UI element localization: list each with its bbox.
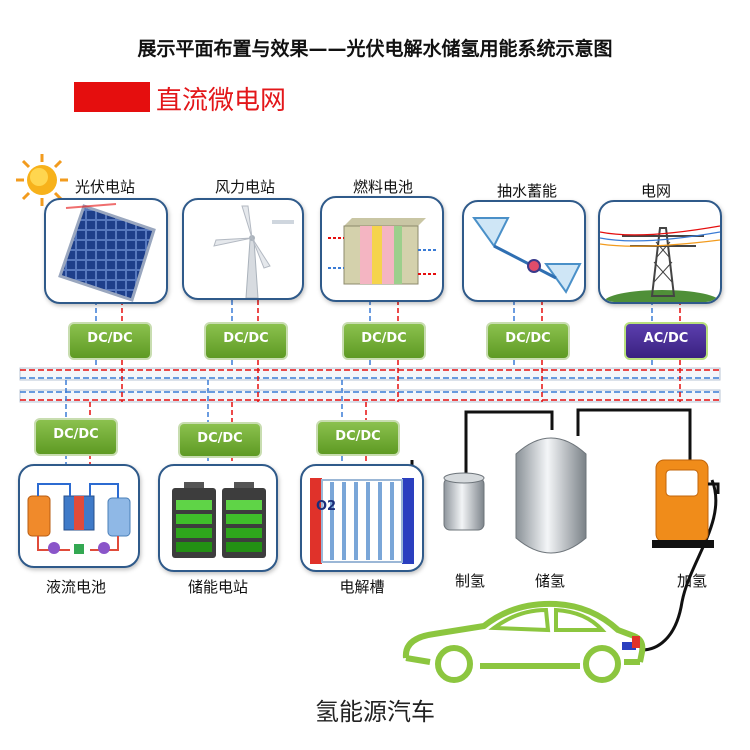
converter-grid[interactable]: AC/DC [624,322,708,360]
sun-icon [16,154,68,206]
fuel-cell-icon [328,218,436,285]
source-card-pumped-hydro[interactable] [462,200,586,302]
source-card-grid[interactable] [598,200,722,304]
load-label-storage-station: 储能电站 [187,578,248,596]
power-tower-icon [600,225,720,302]
converter-fuel-cell[interactable]: DC/DC [342,322,426,360]
wind-turbine-icon [213,205,294,298]
footer-label: 氢能源汽车 [315,698,435,726]
source-label-grid: 电网 [640,182,671,200]
converter-pumped-hydro[interactable]: DC/DC [486,322,570,360]
h2-production-tank-icon [443,472,485,531]
electrolyzer-icon: O2 [310,478,414,564]
converter-wind[interactable]: DC/DC [204,322,288,360]
battery-pack-icon [172,482,266,558]
dc-bus [19,367,721,403]
legend-swatch [74,82,150,112]
h2-label-refuel: 加氢 [676,572,707,590]
converter-storage-station[interactable]: DC/DC [178,422,262,458]
h2-label-storage: 储氢 [534,572,565,590]
legend-label: 直流微电网 [156,86,287,116]
source-label-fuel-cell: 燃料电池 [352,178,413,196]
source-card-pv[interactable] [44,198,168,304]
solar-panel-icon [58,203,156,302]
source-card-fuel-cell[interactable] [320,196,444,302]
h2-label-production: 制氢 [454,572,485,590]
load-label-electrolyzer: 电解槽 [339,578,385,596]
h2-refuel-pump-icon [652,459,720,548]
flow-battery-icon [27,483,131,554]
converter-flow-battery[interactable]: DC/DC [34,418,118,456]
converter-electrolyzer[interactable]: DC/DC [316,420,400,456]
load-card-storage-station[interactable] [158,464,278,572]
load-card-flow-battery[interactable] [18,464,140,568]
electrolyzer-o2-mark: O2 [316,499,336,514]
converter-pv[interactable]: DC/DC [68,322,152,360]
hydrogen-car-icon [402,600,646,683]
load-card-electrolyzer[interactable]: O2 [300,464,424,572]
source-card-wind[interactable] [182,198,304,300]
page-title: 展示平面布置与效果——光伏电解水储氢用能系统示意图 [137,38,613,60]
source-label-wind: 风力电站 [214,178,275,196]
pumped-hydro-icon [472,217,582,294]
source-label-pv: 光伏电站 [74,178,135,196]
h2-storage-tank-icon [515,437,587,554]
source-label-pumped-hydro: 抽水蓄能 [496,182,557,200]
load-label-flow-battery: 液流电池 [45,578,106,596]
